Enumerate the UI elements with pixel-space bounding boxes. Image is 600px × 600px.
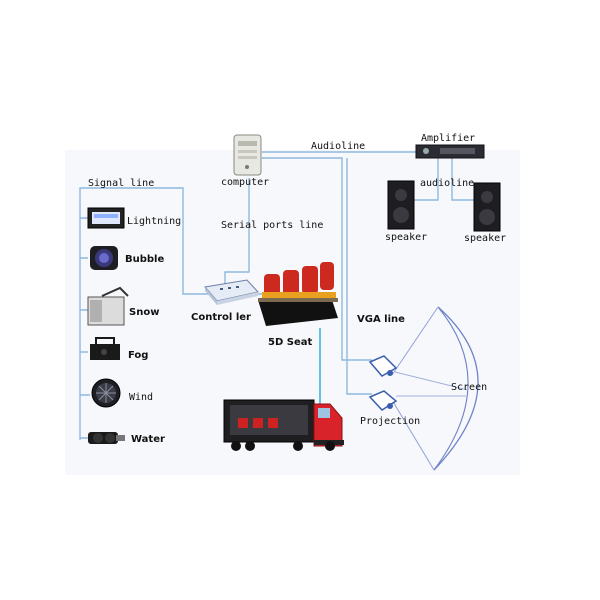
effect-label-water: Water (131, 434, 165, 445)
audioline-speaker-label: audioline (420, 178, 474, 189)
projection-label: Projection (360, 416, 420, 427)
bubble-machine-icon (90, 246, 118, 270)
seat-icon (258, 262, 338, 326)
amplifier-icon (415, 144, 485, 159)
audioline-label: Audioline (311, 141, 365, 152)
vga-wire (262, 157, 372, 395)
serial-ports-wire (224, 178, 250, 285)
effect-label-bubble: Bubble (125, 254, 164, 265)
amplifier-label: Amplifier (421, 133, 475, 144)
controller-icon (204, 279, 259, 305)
wind-fan-icon (91, 378, 121, 408)
effect-label-lightning: Lightning (127, 216, 181, 227)
left-speaker-icon (387, 180, 415, 230)
effect-branch-wires (80, 217, 90, 439)
computer-icon (233, 134, 262, 176)
water-pump-icon (88, 432, 125, 444)
effect-label-fog: Fog (128, 350, 148, 361)
vga-line-label: VGA line (357, 314, 405, 325)
controller-label: Control ler (191, 312, 251, 323)
fog-machine-icon (90, 337, 120, 360)
screen-label: Screen (451, 382, 487, 393)
effect-label-snow: Snow (129, 307, 159, 318)
projector-top-icon (368, 355, 398, 377)
lightning-machine-icon (87, 207, 125, 229)
seat-label: 5D Seat (268, 337, 312, 348)
truck-icon (223, 399, 344, 451)
signal-line-label: Signal line (88, 178, 154, 189)
screen-icon (391, 306, 479, 471)
projector-bottom-icon (368, 390, 398, 411)
computer-label: computer (221, 177, 269, 188)
right-speaker-icon (473, 182, 501, 232)
left-speaker-label: speaker (385, 232, 427, 243)
serial-ports-label: Serial ports line (221, 220, 323, 231)
right-speaker-label: speaker (464, 233, 506, 244)
effect-label-wind: Wind (129, 392, 153, 403)
signal-line-wire (79, 187, 212, 440)
snow-machine-icon (87, 286, 129, 326)
